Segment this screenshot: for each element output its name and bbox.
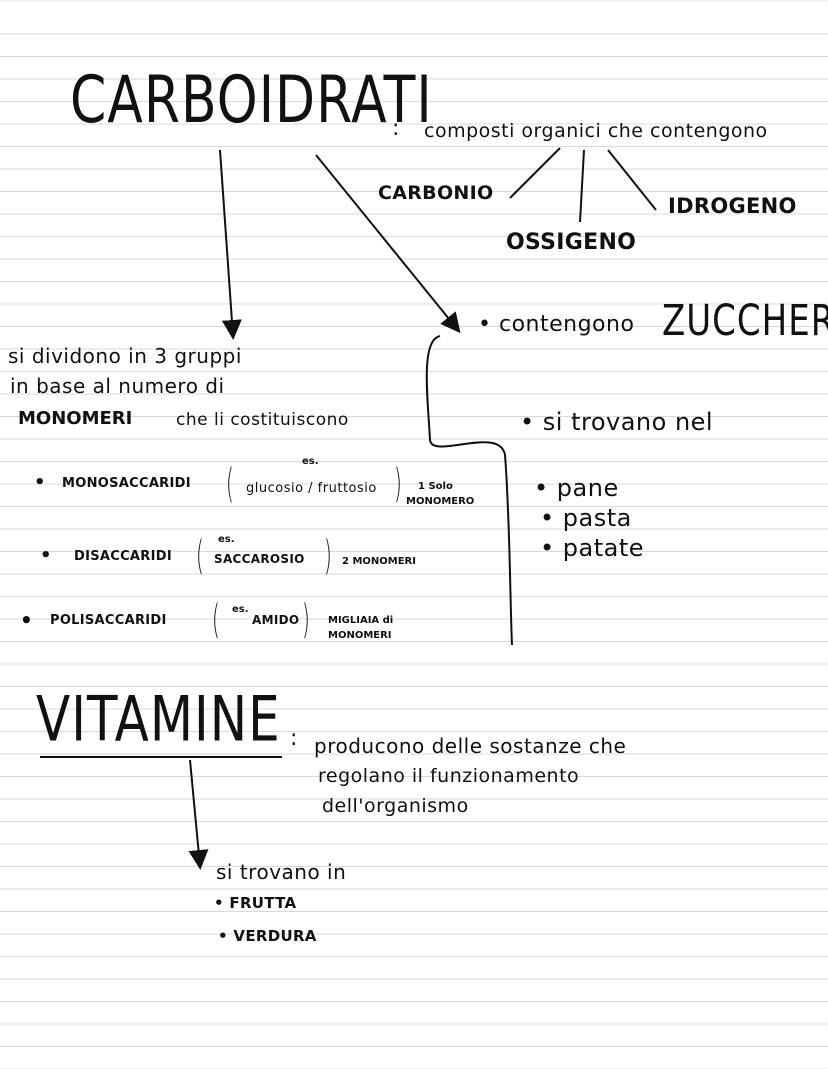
mono-paren-close: ) <box>394 461 402 507</box>
di-count: 2 MONOMERI <box>342 556 416 567</box>
vitamine-desc-3: dell'organismo <box>322 795 469 817</box>
mono-count-2: MONOMERO <box>406 496 475 507</box>
poli-name: POLISACCARIDI <box>50 613 167 628</box>
vitamine-item-frutta: • FRUTTA <box>214 894 297 912</box>
gruppi-line-1: si dividono in 3 gruppi <box>8 344 242 368</box>
vitamine-trovano-in: si trovano in <box>216 860 347 884</box>
di-paren-open: ( <box>196 533 204 579</box>
zuccheri-label: ZUCCHERI <box>662 296 828 347</box>
arrow-to-gruppi <box>219 149 242 340</box>
carboidrati-title: CARBOIDRATI <box>70 63 433 138</box>
poli-paren-close: ) <box>302 597 310 643</box>
trovano-item-pane: • pane <box>534 474 619 502</box>
element-idrogeno: IDROGENO <box>668 194 797 218</box>
mono-paren-open: ( <box>226 461 234 507</box>
poli-example: AMIDO <box>252 613 300 627</box>
poli-paren-open: ( <box>212 597 220 643</box>
line-idrogeno <box>607 149 657 211</box>
mono-bullet: • <box>34 472 46 493</box>
poli-count-2: MONOMERI <box>328 630 392 641</box>
poli-bullet: • <box>20 608 33 632</box>
poli-es: es. <box>232 604 249 615</box>
vitamine-title: VITAMINE <box>36 683 281 756</box>
line-carbonio <box>509 147 561 199</box>
mono-count-1: 1 Solo <box>418 481 453 492</box>
mono-example: glucosio / fruttosio <box>246 481 377 496</box>
arrow-to-zuccheri <box>315 154 461 334</box>
vitamine-desc-1: producono delle sostanze che <box>314 734 627 758</box>
carboidrati-colon: : <box>392 116 400 141</box>
vitamine-item-verdura: • VERDURA <box>218 927 317 945</box>
trovano-item-pasta: • pasta <box>540 504 632 532</box>
gruppi-monomeri: MONOMERI <box>18 408 133 429</box>
carboidrati-definition: composti organici che contengono <box>424 120 768 142</box>
gruppi-line-2: in base al numero di <box>10 374 225 398</box>
gruppi-line-3: che li costituiscono <box>176 410 349 430</box>
element-ossigeno: OSSIGENO <box>506 230 637 255</box>
arrow-to-trovano-in <box>188 759 209 870</box>
vitamine-desc-2: regolano il funzionamento <box>318 765 580 787</box>
di-name: DISACCARIDI <box>74 549 172 564</box>
trovano-item-patate: • patate <box>540 534 645 562</box>
poli-count-1: MIGLIAIA di <box>328 615 394 626</box>
zuccheri-prefix: • contengono <box>478 312 635 337</box>
di-es: es. <box>218 534 235 545</box>
di-bullet: • <box>40 545 52 566</box>
mono-name: MONOSACCARIDI <box>62 476 191 491</box>
line-ossigeno <box>579 149 585 223</box>
element-carbonio: CARBONIO <box>378 182 494 204</box>
di-paren-close: ) <box>324 533 332 579</box>
mono-es: es. <box>302 456 319 467</box>
brace-divider <box>425 335 513 646</box>
di-example: SACCAROSIO <box>214 552 305 566</box>
vitamine-colon: : <box>290 726 298 751</box>
si-trovano-nel: • si trovano nel <box>520 408 714 436</box>
